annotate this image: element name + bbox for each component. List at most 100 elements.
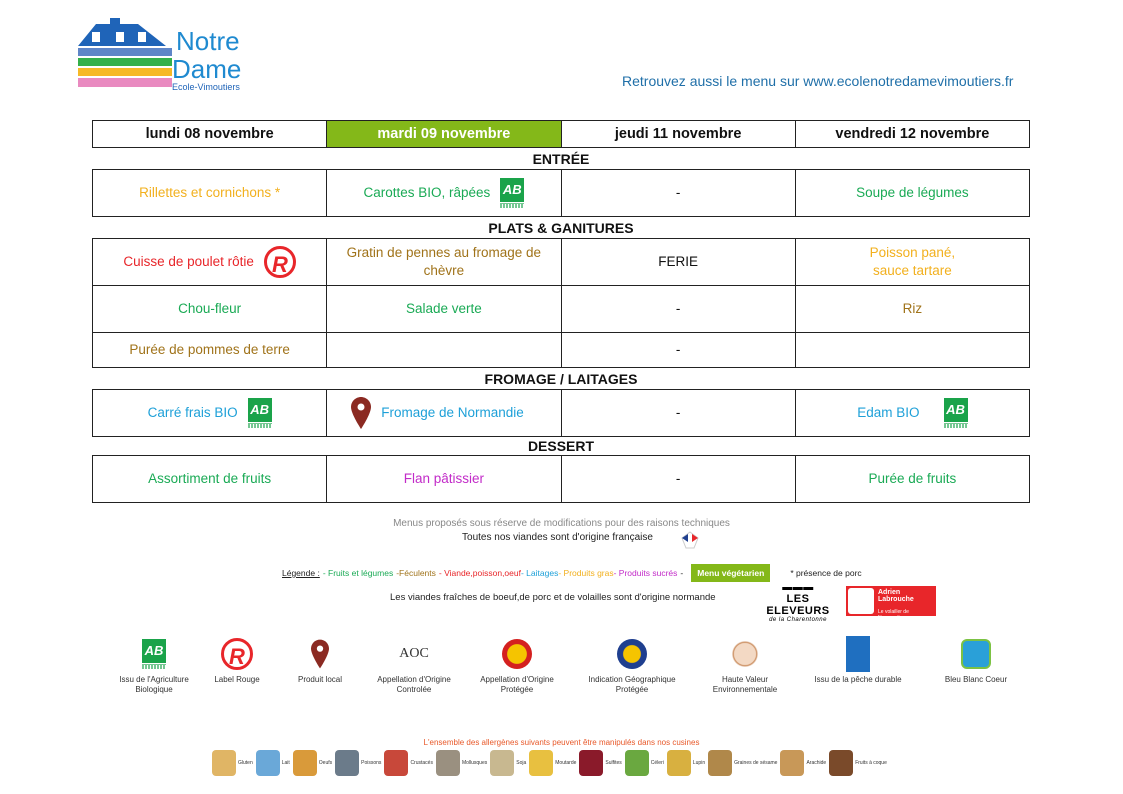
legend-feculents: -Féculents — [396, 568, 436, 578]
allergen-image-icon — [708, 750, 733, 776]
allergen-image-icon — [624, 750, 649, 776]
allergen-item: Arachide — [780, 750, 826, 776]
legend-legumes: - Fruits et légumes — [322, 568, 394, 578]
allergen-item: Oeufs — [292, 750, 333, 776]
allergen-item: Sulfites — [579, 750, 622, 776]
aoc-icon: AOC — [399, 646, 429, 661]
allergen-image-icon — [490, 750, 515, 776]
allergen-image-icon — [780, 750, 805, 776]
menu-item: Rillettes et cornichons * — [139, 185, 281, 200]
menu-item: Gratin de pennes au fromage de chèvre — [346, 245, 542, 278]
label-text: Produit local — [297, 675, 343, 684]
allergen-label: Soja — [516, 760, 527, 766]
eleveurs-sub: de la Charentonne — [769, 617, 827, 623]
menu-item: Flan pâtissier — [403, 471, 485, 486]
allergen-item: Moutarde — [529, 750, 576, 776]
label-local: Produit local — [270, 636, 370, 685]
allergen-item: Lait — [255, 750, 290, 776]
allergen-item: Crustacés — [384, 750, 433, 776]
organic-ab-icon: AB — [500, 178, 525, 208]
day-header-active: mardi 09 novembre — [326, 120, 562, 148]
allergen-label: Crustacés — [410, 760, 433, 766]
section-title-dessert: DESSERT — [92, 436, 1030, 456]
label-text: Issu de l'Agriculture Biologique — [119, 675, 189, 694]
allergen-item: Soja — [490, 750, 526, 776]
animals-icon: ▬▬▬ — [782, 582, 814, 593]
empty-cell — [326, 332, 562, 368]
igp-icon — [617, 639, 647, 669]
labrouche-name: Adrien Labrouche — [878, 589, 914, 603]
normandy-note: Les viandes fraîches de boeuf,de porc et… — [390, 592, 716, 603]
label-igp: Indication Géographique Protégée — [582, 636, 682, 695]
legend-viande: - Viande,poisson,oeuf — [438, 568, 521, 578]
allergen-label: Moutarde — [555, 760, 577, 766]
allergen-image-icon — [579, 750, 604, 776]
organic-ab-icon: AB — [943, 398, 968, 428]
menu-item: Purée de fruits — [868, 471, 957, 486]
allergen-label: Graines de sésame — [734, 760, 778, 766]
label-text: Appellation d'Origine Protégée — [480, 675, 554, 694]
label-text: Appellation d'Origine Controlée — [377, 675, 451, 694]
menu-item: Purée de pommes de terre — [129, 342, 290, 357]
bleu-blanc-coeur-icon — [961, 639, 991, 669]
menu-item: Fromage de Normandie — [381, 405, 524, 420]
allergen-label: Fruits à coque — [855, 760, 887, 766]
logo-text-notre: Notre — [176, 26, 240, 56]
rooster-icon — [848, 588, 874, 614]
school-logo: Notre Dame Ecole-Vimoutiers — [76, 16, 246, 98]
allergen-image-icon — [529, 750, 554, 776]
labrouche-sub: Le volailler de Normandie — [878, 609, 909, 621]
menu-item: Salade verte — [405, 301, 482, 316]
menu-item: - — [675, 342, 681, 357]
label-text: Label Rouge — [214, 675, 260, 684]
map-pin-icon — [351, 397, 372, 429]
allergen-item: Lupin — [666, 750, 705, 776]
allergen-image-icon — [435, 750, 460, 776]
labrouche-logo: Adrien Labrouche Le volailler de Normand… — [846, 586, 936, 621]
aop-icon — [502, 639, 532, 669]
allergen-image-icon — [666, 750, 691, 776]
website-link[interactable]: Retrouvez aussi le menu sur www.ecolenot… — [622, 73, 1014, 89]
menu-item: Poisson pané, sauce tartare — [869, 245, 956, 278]
menu-item: Assortiment de fruits — [148, 471, 272, 486]
logo-subtitle: Ecole-Vimoutiers — [172, 82, 240, 92]
menu-item: - — [675, 301, 681, 316]
section-title-fromage: FROMAGE / LAITAGES — [92, 367, 1030, 390]
allergen-image-icon — [335, 750, 360, 776]
label-rouge-icon: R — [263, 246, 296, 278]
allergen-label: Lait — [281, 760, 290, 766]
allergen-item: Céleri — [624, 750, 664, 776]
day-header: lundi 08 novembre — [91, 120, 328, 148]
allergen-item: Graines de sésame — [708, 750, 777, 776]
day-header: jeudi 11 novembre — [560, 120, 796, 148]
legend-laitages: - Laitages — [520, 568, 559, 578]
label-rouge-icon: R — [221, 638, 253, 670]
msc-icon — [846, 636, 870, 672]
menu-item: Carottes BIO, râpées — [363, 185, 491, 200]
label-text: Issu de la pêche durable — [814, 675, 902, 684]
legend-dash: - — [680, 568, 684, 578]
legend: Légende : - Fruits et légumes -Féculents… — [282, 564, 862, 582]
menu-item: Soupe de légumes — [856, 185, 969, 200]
allergens-title: L'ensemble des allergènes suivants peuve… — [423, 738, 700, 747]
label-rouge: R Label Rouge — [187, 636, 287, 685]
label-text: Indication Géographique Protégée — [588, 675, 676, 694]
allergen-label: Oeufs — [318, 760, 333, 766]
menu-item: FERIE — [658, 254, 698, 269]
label-aoc: AOC Appellation d'Origine Controlée — [364, 636, 464, 695]
menu-item: Edam BIO — [857, 405, 920, 420]
eleveurs-name: LES ELEVEURS — [766, 593, 830, 617]
allergen-item: Mollusques — [435, 750, 487, 776]
allergen-item: Poissons — [335, 750, 381, 776]
label-hve: Haute Valeur Environnementale — [695, 636, 795, 695]
allergen-item: Fruits à coque — [829, 750, 887, 776]
pork-note: * présence de porc — [790, 568, 862, 578]
label-bbc: Bleu Blanc Coeur — [926, 636, 1026, 685]
menu-item: - — [675, 471, 681, 486]
origin-note: Toutes nos viandes sont d'origine frança… — [462, 532, 653, 543]
legend-gras: - Produits gras — [558, 568, 614, 578]
legend-title: Légende : — [282, 568, 320, 578]
label-text: Haute Valeur Environnementale — [712, 675, 778, 694]
hve-icon — [730, 639, 760, 669]
